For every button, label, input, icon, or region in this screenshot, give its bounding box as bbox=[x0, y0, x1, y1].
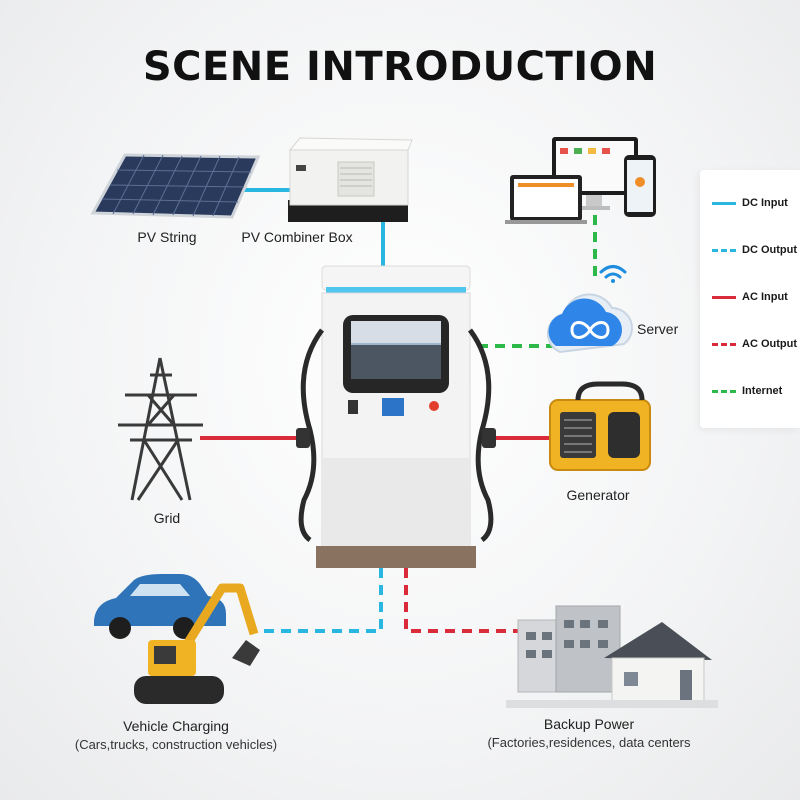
backup-power-subtitle: (Factories,residences, data centers bbox=[487, 735, 691, 750]
grid-label: Grid bbox=[153, 510, 181, 526]
wifi-icon bbox=[599, 265, 627, 283]
generator-label: Generator bbox=[566, 487, 630, 503]
legend-item-internet: Internet bbox=[712, 383, 782, 399]
internet-swatch bbox=[712, 389, 736, 393]
pv-string-label: PV String bbox=[137, 229, 197, 245]
ac-input-swatch bbox=[712, 295, 736, 299]
vehicle-charging-subtitle: (Cars,trucks, construction vehicles) bbox=[74, 737, 278, 752]
ac-output-line bbox=[404, 568, 520, 633]
page-title: SCENE INTRODUCTION bbox=[142, 44, 658, 90]
solar-panel-icon bbox=[90, 153, 261, 219]
legend-label: AC Input bbox=[742, 291, 788, 303]
legend-item-dc-input: DC Input bbox=[712, 195, 788, 211]
combiner-box-icon bbox=[288, 137, 413, 222]
legend-label: Internet bbox=[742, 385, 783, 397]
backup-power-label: Backup Power bbox=[543, 716, 635, 732]
server-label: Server bbox=[637, 321, 679, 337]
legend-item-dc-output: DC Output bbox=[712, 242, 797, 258]
vehicles-icon bbox=[94, 574, 260, 704]
legend-label: DC Output bbox=[742, 244, 797, 256]
ac-output-swatch bbox=[712, 342, 736, 346]
cloud-server-icon bbox=[546, 293, 633, 354]
legend-label: AC Output bbox=[742, 338, 797, 350]
legend-item-ac-output: AC Output bbox=[712, 336, 797, 352]
legend-item-ac-input: AC Input bbox=[712, 289, 788, 305]
dc-input-swatch bbox=[712, 201, 736, 205]
monitoring-devices-icon bbox=[505, 137, 656, 224]
pv-combiner-box-label: PV Combiner Box bbox=[241, 229, 353, 245]
legend-panel: DC Input DC Output AC Input AC Output In… bbox=[700, 170, 800, 428]
legend-label: DC Input bbox=[742, 197, 788, 209]
dc-output-line bbox=[250, 568, 383, 633]
transmission-tower-icon bbox=[118, 357, 203, 501]
dc-output-swatch bbox=[712, 248, 736, 252]
charger-station-icon bbox=[296, 265, 496, 568]
buildings-icon bbox=[506, 605, 718, 708]
vehicle-charging-label: Vehicle Charging bbox=[123, 718, 229, 734]
generator-icon bbox=[549, 381, 651, 471]
